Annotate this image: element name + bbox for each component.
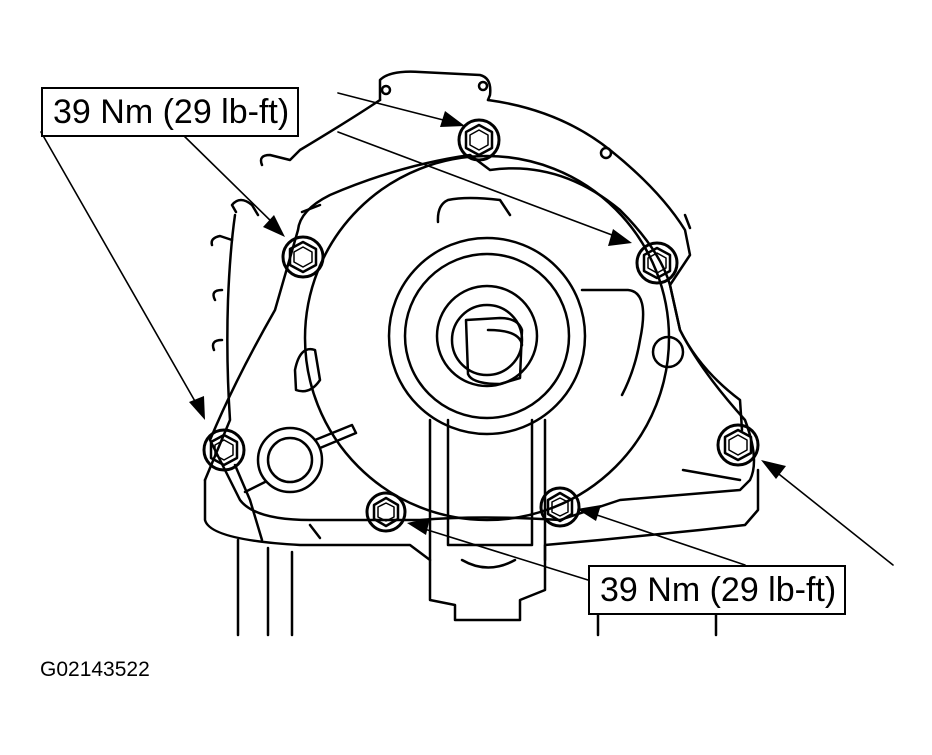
arrowhead-icon xyxy=(577,505,601,521)
arrowhead-icon xyxy=(440,111,465,127)
arrowhead-icon xyxy=(608,229,632,246)
bolt-lower-left xyxy=(202,428,246,472)
bolt-upper-left xyxy=(281,235,325,279)
figure-id-label: G02143522 xyxy=(40,658,150,681)
pump-hub xyxy=(387,236,587,436)
gear-case-outline xyxy=(203,70,744,542)
bolt-bottom-right xyxy=(539,486,581,528)
torque-callout-bottom: 39 Nm (29 lb-ft) xyxy=(588,565,847,615)
arrowhead-icon xyxy=(189,396,205,420)
arrowhead-icon xyxy=(407,518,430,535)
bolt-upper-right xyxy=(635,241,679,285)
bolt-bottom-left xyxy=(365,491,407,533)
bolt-top xyxy=(457,118,501,162)
bolt-lower-right xyxy=(716,423,760,467)
arrowhead-icon xyxy=(263,215,285,237)
arrowhead-icon xyxy=(761,460,786,479)
torque-callout-top: 39 Nm (29 lb-ft) xyxy=(41,87,300,137)
leader-lines xyxy=(40,92,894,581)
side-fittings xyxy=(243,213,742,540)
